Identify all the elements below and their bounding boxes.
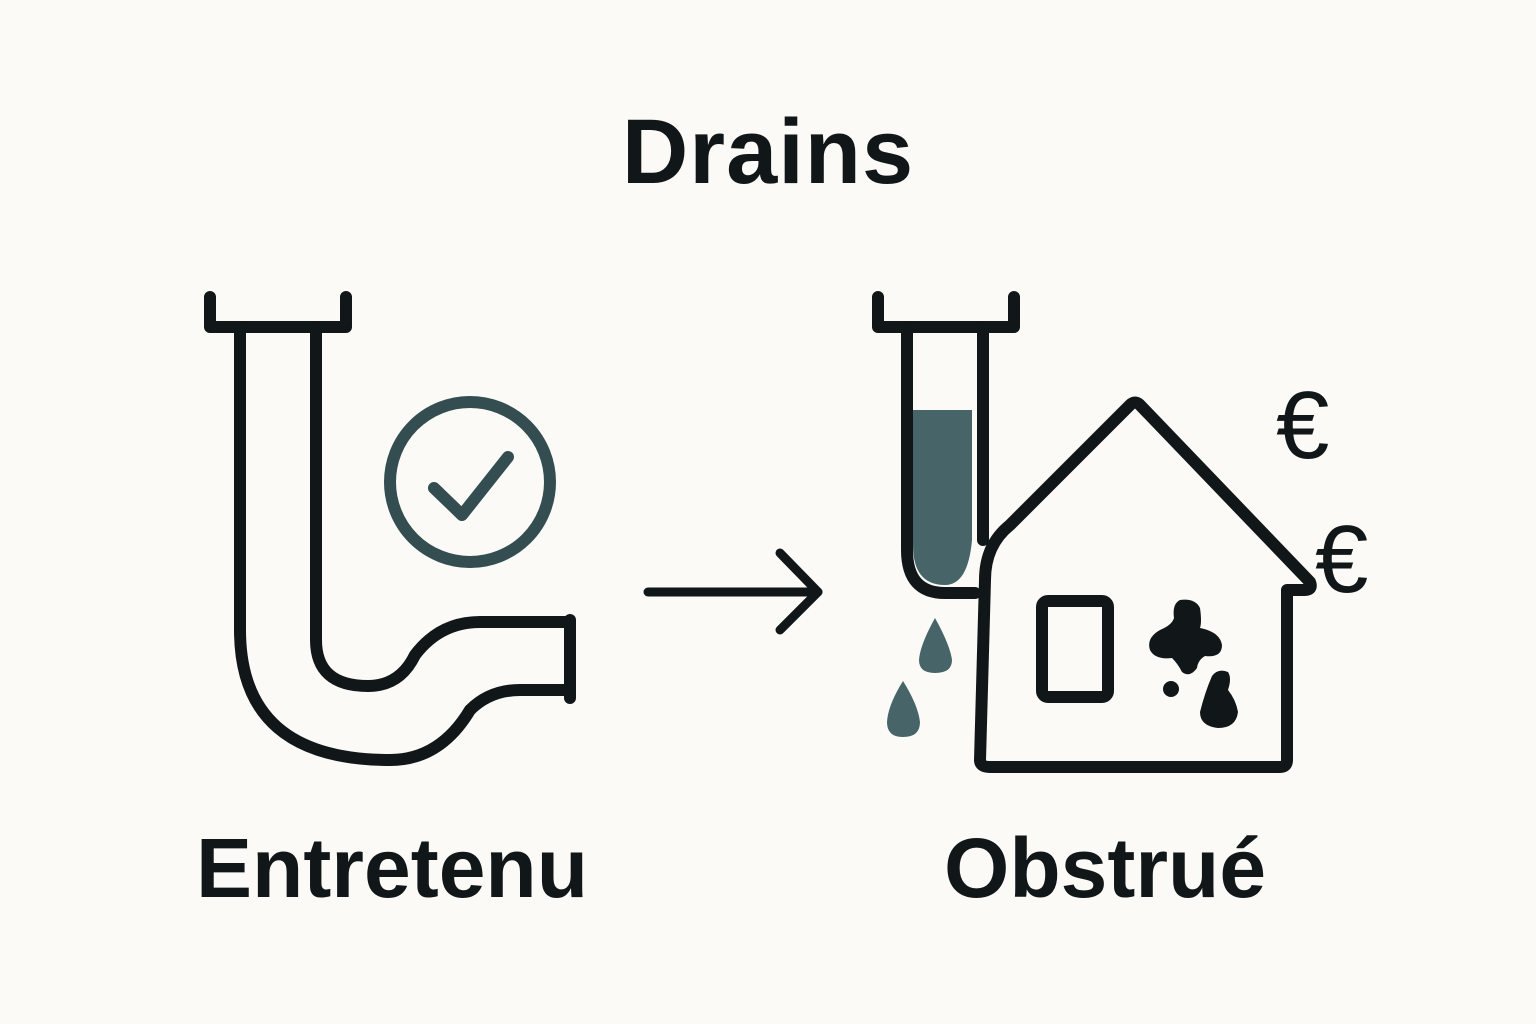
clean-pipe-icon — [204, 291, 576, 766]
page-title: Drains — [621, 101, 915, 203]
check-circle-icon — [384, 396, 556, 568]
label-maintained: Entretenu — [196, 821, 589, 915]
label-clogged: Obstrué — [944, 821, 1267, 915]
euro-symbol-bottom: € — [1315, 506, 1368, 613]
euro-symbol-top: € — [1276, 372, 1329, 479]
house-icon — [974, 396, 1317, 773]
clogged-pipe-icon — [872, 291, 1020, 599]
water-drop-icon — [887, 618, 952, 737]
euro-icon: € € — [1276, 372, 1368, 613]
mold-stain-icon — [1149, 599, 1238, 728]
right-arrow-icon — [643, 548, 823, 635]
